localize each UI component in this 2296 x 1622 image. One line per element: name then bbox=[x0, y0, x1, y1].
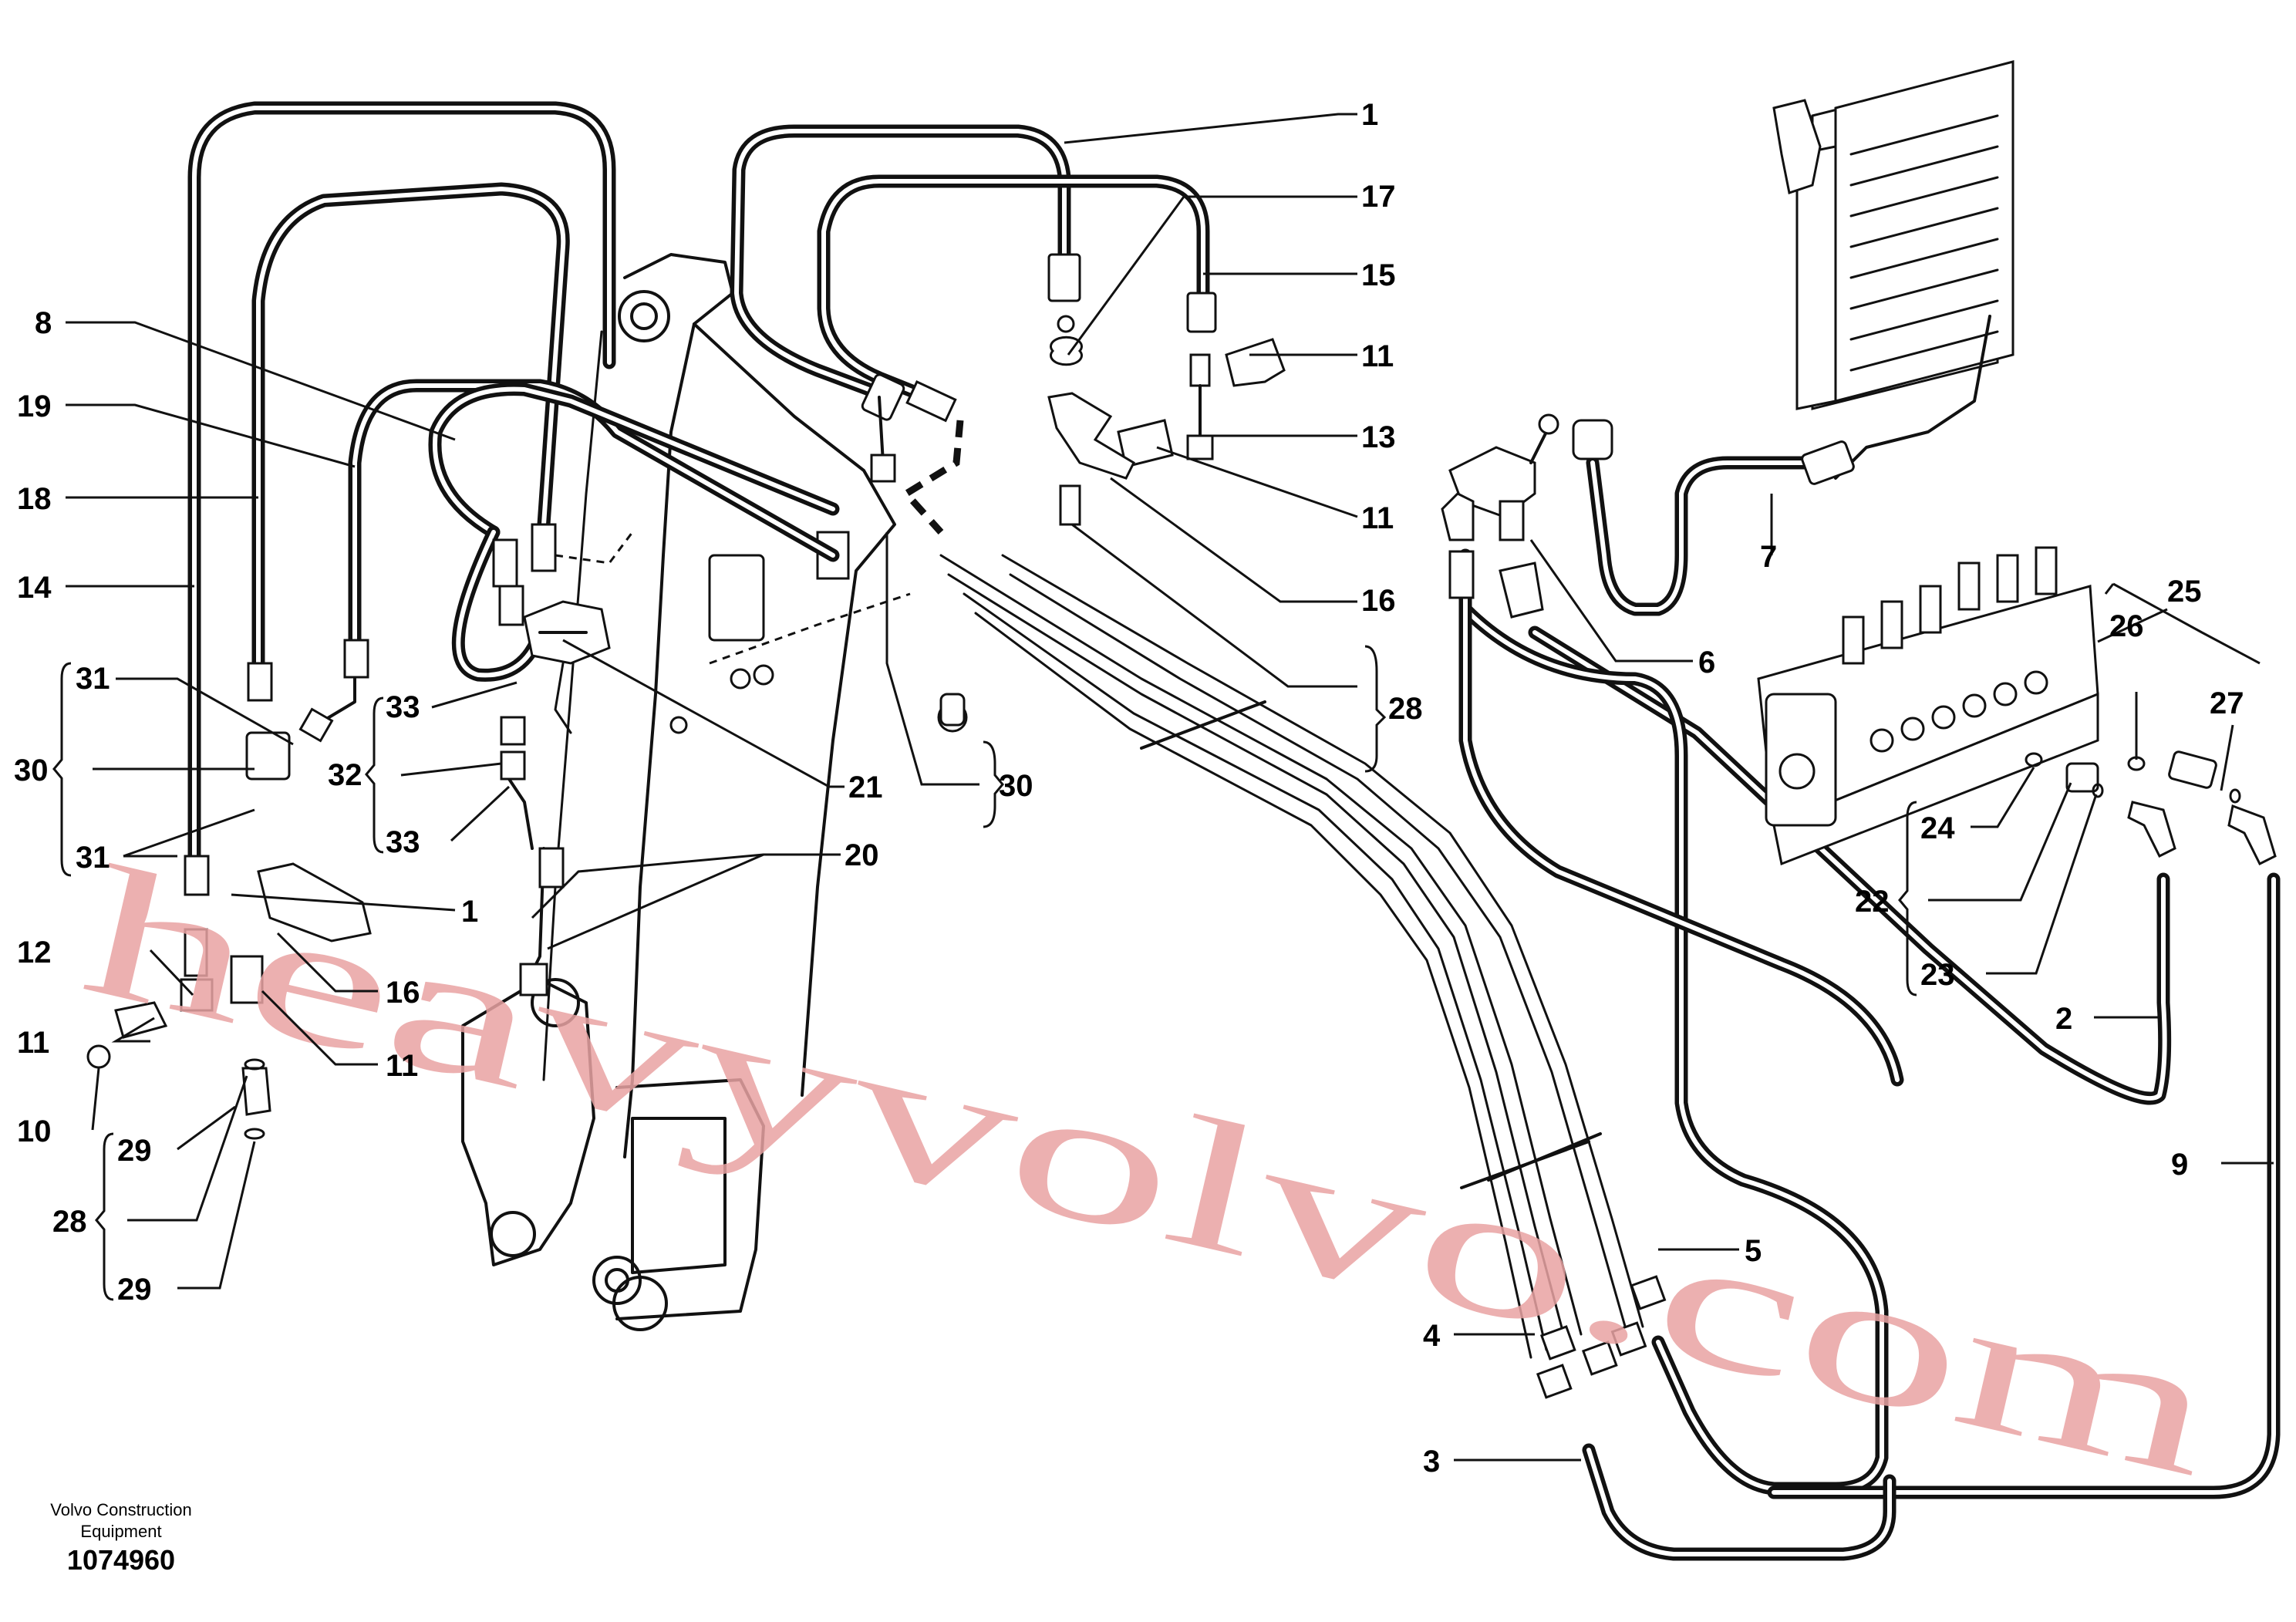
callout-24: 24 bbox=[1920, 811, 1955, 845]
callout-28-left: 28 bbox=[52, 1205, 87, 1239]
callout-28-right: 28 bbox=[1388, 692, 1423, 726]
callout-33-bottom: 33 bbox=[386, 825, 420, 859]
callout-labels: 1 17 15 11 13 11 16 28 8 19 18 14 31 30 … bbox=[14, 98, 2244, 1479]
callout-31-top: 31 bbox=[76, 662, 110, 696]
brand-line-1: Volvo Construction bbox=[50, 1500, 191, 1519]
brand-line-2: Equipment bbox=[80, 1522, 161, 1541]
callout-16-left: 16 bbox=[386, 976, 420, 1010]
callout-7: 7 bbox=[1760, 540, 1777, 574]
callout-32: 32 bbox=[328, 758, 362, 792]
callout-5: 5 bbox=[1745, 1234, 1762, 1268]
callout-30-mid: 30 bbox=[999, 769, 1033, 803]
hydraulic-hoses bbox=[187, 101, 2281, 1561]
callout-8: 8 bbox=[35, 306, 52, 340]
callout-11-b: 11 bbox=[1361, 501, 1394, 535]
callout-22: 22 bbox=[1855, 885, 1890, 919]
callout-4: 4 bbox=[1423, 1319, 1441, 1353]
drawing-footer: Volvo Construction Equipment 1074960 bbox=[50, 1500, 191, 1576]
callout-13: 13 bbox=[1361, 420, 1396, 454]
callout-30-left: 30 bbox=[14, 754, 49, 787]
leader-lines bbox=[66, 113, 2274, 1462]
callout-16-right: 16 bbox=[1361, 584, 1396, 618]
bracket-marks bbox=[52, 582, 2261, 1301]
callout-31-bottom: 31 bbox=[76, 841, 110, 875]
left-fittings bbox=[86, 523, 966, 1140]
callout-25: 25 bbox=[2167, 575, 2202, 609]
callout-11-left: 11 bbox=[17, 1026, 49, 1060]
drawing-number: 1074960 bbox=[67, 1544, 175, 1576]
callout-14: 14 bbox=[17, 571, 52, 605]
callout-3: 3 bbox=[1423, 1445, 1440, 1479]
callout-10: 10 bbox=[17, 1114, 52, 1148]
callout-1-mid: 1 bbox=[461, 895, 478, 929]
callout-9: 9 bbox=[2171, 1148, 2188, 1182]
callout-21: 21 bbox=[848, 771, 883, 804]
callout-23: 23 bbox=[1920, 958, 1955, 992]
callout-20: 20 bbox=[845, 838, 879, 872]
callout-29-bottom: 29 bbox=[117, 1273, 152, 1307]
callout-11-mid: 11 bbox=[386, 1049, 418, 1083]
callout-27: 27 bbox=[2210, 686, 2244, 720]
callout-26: 26 bbox=[2109, 609, 2144, 643]
valve-block bbox=[1441, 413, 1613, 619]
centre-fittings bbox=[555, 253, 1286, 665]
callout-15: 15 bbox=[1361, 258, 1396, 292]
callout-17: 17 bbox=[1361, 180, 1396, 214]
control-valve bbox=[1757, 546, 2277, 866]
callout-2: 2 bbox=[2055, 1002, 2072, 1036]
callout-1-top: 1 bbox=[1361, 98, 1378, 132]
oil-cooler bbox=[1772, 60, 2014, 485]
callout-19: 19 bbox=[17, 389, 52, 423]
callout-12: 12 bbox=[17, 936, 52, 969]
callout-29-top: 29 bbox=[117, 1134, 152, 1168]
callout-33: 33 bbox=[386, 690, 420, 724]
callout-11-a: 11 bbox=[1361, 339, 1394, 373]
callout-6: 6 bbox=[1698, 646, 1715, 679]
boom-pipe-bundle bbox=[939, 554, 1667, 1399]
callout-18: 18 bbox=[17, 482, 52, 516]
